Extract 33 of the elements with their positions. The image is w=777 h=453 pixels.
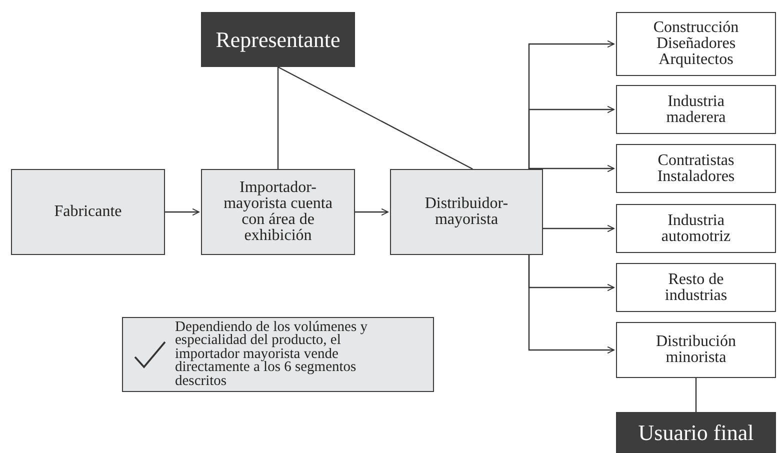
process-box xyxy=(390,169,543,255)
connector-line xyxy=(278,66,473,170)
box-label: Representante xyxy=(216,28,340,52)
role-box xyxy=(616,412,776,453)
box-label: Distribuidor- mayorista xyxy=(424,196,510,228)
box-label: Usuario final xyxy=(638,420,754,444)
segment-box xyxy=(616,263,776,312)
role-box xyxy=(201,12,355,67)
note-box xyxy=(122,317,434,392)
connector-line xyxy=(695,378,697,412)
note-text: Dependiendo de los volúmenes y especialidad del producto, el importador mayorista vende directamente a los 6 segmentos descritos xyxy=(175,320,368,388)
box-label: Industria maderera xyxy=(665,94,727,126)
segment-box xyxy=(616,144,776,193)
arrow xyxy=(355,208,388,216)
box-label: Resto de industrias xyxy=(664,272,728,304)
box-label: Industria automotriz xyxy=(660,212,732,244)
arrow xyxy=(528,255,614,354)
arrow xyxy=(528,164,614,172)
box-label: Importador- mayorista cuenta con área de exhibición xyxy=(222,180,334,244)
box-label: Contratistas Instaladores xyxy=(656,152,736,184)
process-box xyxy=(201,169,355,255)
connector-line xyxy=(277,67,279,169)
segment-box xyxy=(616,12,776,76)
box-label: Distribución minorista xyxy=(655,334,737,366)
segment-box xyxy=(616,85,776,134)
segment-box xyxy=(616,204,776,253)
process-box xyxy=(11,169,165,255)
arrow xyxy=(165,208,200,216)
box-label: Construcción Diseñadores Arquitectos xyxy=(653,20,739,68)
segment-box xyxy=(616,322,776,378)
box-label: Fabricante xyxy=(54,204,122,220)
arrow xyxy=(528,106,614,169)
arrow xyxy=(543,224,614,232)
